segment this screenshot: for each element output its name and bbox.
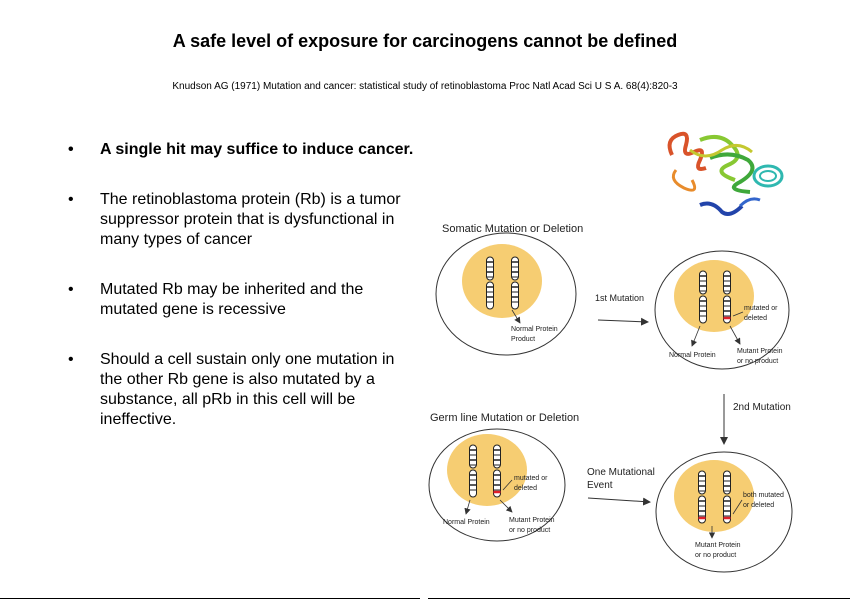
slide-title: A safe level of exposure for carcinogens…	[172, 31, 678, 51]
bullet-dot: •	[68, 351, 74, 368]
protein-structure-image	[667, 131, 784, 216]
bullet-text: Mutated Rb may be inherited and the muta…	[100, 281, 364, 318]
cell-one-mutated: mutated or deleted Normal Protein Mutant…	[654, 250, 790, 370]
somatic-heading: Somatic Mutation or Deletion	[442, 223, 583, 235]
label-normal-protein: Normal Protein	[443, 519, 490, 526]
bullet-text: Should a cell sustain only one mutation …	[100, 351, 395, 428]
bullet-dot: •	[68, 191, 74, 208]
citation: Knudson AG (1971) Mutation and cancer: s…	[172, 81, 678, 92]
bullet-item: • Mutated Rb may be inherited and the mut…	[68, 280, 418, 320]
bullet-item: • Should a cell sustain only one mutation…	[68, 350, 418, 430]
label-mutant-protein: Mutant Protein	[737, 348, 783, 355]
cell-both-mutated: both mutated or deleted Mutant Protein o…	[655, 451, 793, 573]
label-deleted: deleted	[744, 315, 767, 322]
label-normal-protein: Normal Protein	[511, 326, 558, 333]
bullet-list: • A single hit may suffice to induce canc…	[68, 140, 418, 430]
label-no-product: or no product	[695, 552, 736, 559]
label-second-mutation: 2nd Mutation	[733, 402, 791, 413]
label-normal-protein: Normal Protein	[669, 352, 716, 359]
label-event: Event	[587, 480, 613, 491]
bullet-text: The retinoblastoma protein (Rb) is a tum…	[100, 191, 401, 248]
label-no-product: or no product	[737, 358, 778, 365]
bullet-text: A single hit may suffice to induce cance…	[100, 141, 414, 158]
bullet-item: • The retinoblastoma protein (Rb) is a tu…	[68, 190, 418, 250]
label-product: Product	[511, 336, 535, 343]
label-no-product: or no product	[509, 527, 550, 534]
label-one-mutational: One Mutational	[587, 467, 655, 478]
label-deleted: deleted	[514, 485, 537, 492]
label-mutated-or: mutated or	[514, 475, 548, 482]
bottom-rule-left	[0, 598, 420, 599]
label-mutant-protein: Mutant Protein	[695, 542, 741, 549]
label-or-deleted: or deleted	[743, 502, 774, 509]
label-mutated-or: mutated or	[744, 305, 778, 312]
cell-somatic-normal: Normal Protein Product	[435, 232, 577, 356]
cell-germline: mutated or deleted Normal Protein Mutant…	[428, 428, 566, 542]
label-first-mutation: 1st Mutation	[595, 293, 644, 303]
germline-heading: Germ line Mutation or Deletion	[430, 412, 579, 424]
label-mutant-protein: Mutant Protein	[509, 517, 555, 524]
bullet-dot: •	[68, 281, 74, 298]
bullet-item: • A single hit may suffice to induce canc…	[68, 140, 418, 160]
bullet-dot: •	[68, 141, 74, 158]
bottom-rule-right	[428, 598, 850, 599]
label-both-mutated: both mutated	[743, 492, 784, 499]
